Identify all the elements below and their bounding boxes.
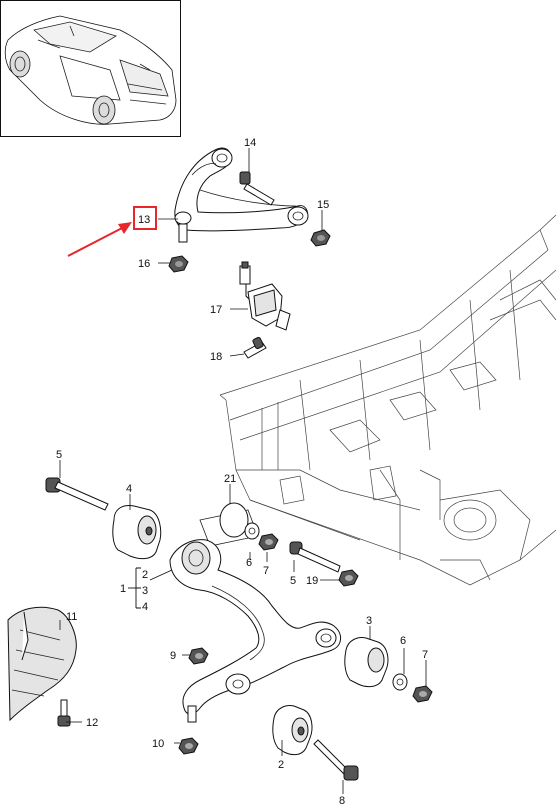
highlight-arrow [67,222,132,257]
car-illustration [4,15,177,125]
callout-15: 15 [317,199,329,211]
bolt-5-left [45,477,109,511]
callout-2: 2 [278,759,284,771]
callout-8: 8 [339,795,345,806]
screw-12 [57,699,71,727]
screw-18 [243,336,267,359]
upper-control-arm [174,147,309,243]
callout-6-upper: 6 [246,557,252,569]
nut-19 [338,569,359,587]
callout-19: 19 [306,575,318,587]
callout-17: 17 [210,304,222,316]
level-sensor-17 [239,261,291,331]
callout-18: 18 [210,351,222,363]
callout-5-right: 5 [290,575,296,587]
callout-4-group: 4 [142,601,148,613]
callout-14: 14 [244,137,256,149]
nut-9 [188,647,209,665]
highlight-box-13 [133,206,157,230]
callout-13: 13 [138,214,150,226]
callout-4: 4 [126,483,132,495]
callout-21: 21 [224,473,236,485]
leader-lines [59,148,427,794]
lower-control-arm [169,539,341,723]
callout-labels: 13 14 15 16 17 18 5 4 21 6 7 5 19 2 3 4 … [56,137,428,806]
callout-3: 3 [366,615,372,627]
callout-10: 10 [152,738,164,750]
nut-7-upper [258,533,279,551]
nut-7-lower [412,685,433,703]
bolt-14 [239,171,275,206]
bolt-5-right [289,541,341,573]
callout-12: 12 [86,717,98,729]
bushing-3 [344,637,389,688]
callout-1: 1 [120,583,126,595]
nut-10 [178,737,199,755]
callout-7-upper: 7 [263,565,269,577]
callout-3-group: 3 [142,585,148,597]
nut-16 [168,255,189,273]
ring-21 [199,502,259,547]
callout-6-lower: 6 [400,635,406,647]
washer-6-lower [392,673,408,691]
shield-11 [7,606,77,722]
callout-11: 11 [66,611,77,623]
callout-9: 9 [170,650,176,662]
callout-5-left: 5 [56,449,62,461]
callout-2-group: 2 [142,569,148,581]
bolt-8 [313,739,359,781]
washer-6-upper [244,522,260,540]
bushing-2 [272,705,313,756]
bushing-4 [112,505,162,560]
callout-7-lower: 7 [422,649,428,661]
callout-16: 16 [138,258,150,270]
nut-15 [310,229,331,247]
vehicle-inset [0,0,181,137]
subframe [219,214,557,586]
group-bracket-1 [128,567,141,609]
